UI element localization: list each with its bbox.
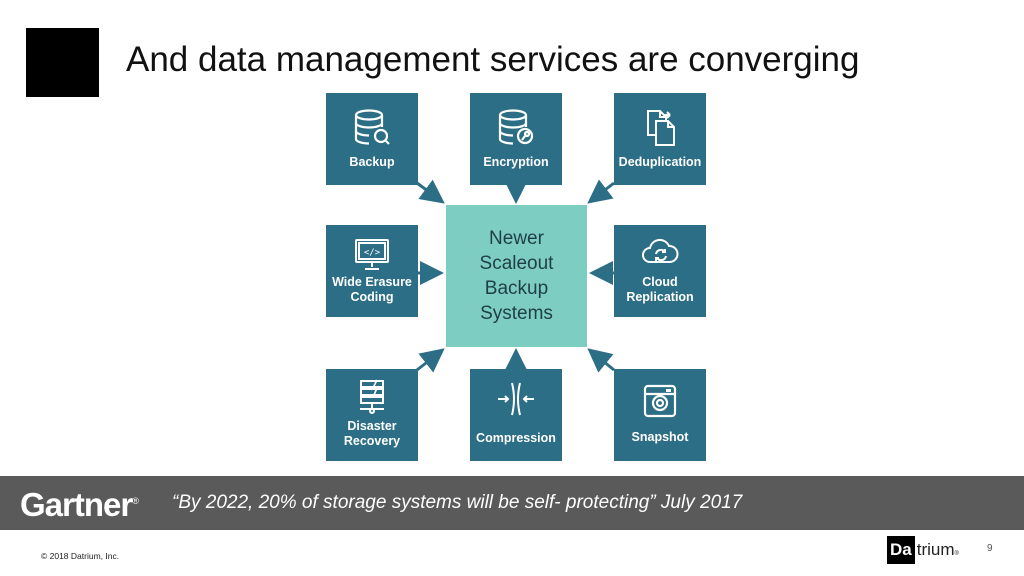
server-network-icon [360,379,384,414]
camera-icon [643,384,677,418]
database-search-icon [354,109,390,145]
tile-wide-erasure-coding: </> Wide Erasure Coding [326,225,418,317]
datrium-logo-rest: trium® [916,540,959,559]
tile-cloud-replication: Cloud Replication [614,225,706,317]
arrow-disaster [416,348,445,373]
tile-label: Cloud [642,275,678,289]
tile-snapshot: Snapshot [614,369,706,461]
tile-compression: Compression [470,369,562,461]
duplicate-files-icon [647,110,675,146]
datrium-logo: Da trium® [887,536,959,564]
database-key-icon [498,109,534,145]
code-monitor-icon: </> [355,239,389,270]
tile-label: Snapshot [631,430,689,444]
tile-backup: Backup [326,93,418,185]
center-line-4: Systems [480,303,553,324]
gartner-wordmark: Gartner [20,486,133,523]
datrium-logo-highlight: Da [887,536,915,564]
tile-deduplication: Deduplication [614,93,706,185]
center-node: Newer Scaleout Backup Systems [446,205,587,347]
arrow-deduplication [587,179,615,204]
arrow-snapshot [587,348,615,373]
tile-disaster-recovery: Disaster Recovery [326,369,418,461]
tile-label: Compression [476,431,556,445]
gartner-registered-mark: ® [132,496,139,506]
slide-title: And data management services are converg… [126,40,860,79]
tile-label-line-2: Recovery [343,434,401,448]
tile-label: Backup [349,155,395,169]
center-line-1: Newer [489,228,544,249]
tile-encryption: Encryption [470,93,562,185]
compress-arrows-icon [498,382,534,416]
corner-logo-block [26,28,99,97]
tile-label-line-2: Replication [626,290,694,304]
tile-label: Deduplication [618,155,702,169]
tile-label-line-2: Coding [350,290,394,304]
page-number: 9 [987,543,993,554]
center-line-2: Scaleout [479,253,554,274]
gartner-logo: Gartner® [20,486,139,524]
tile-label: Disaster [347,419,397,433]
copyright-notice: © 2018 Datrium, Inc. [41,551,120,561]
gartner-quote: “By 2022, 20% of storage systems will be… [172,492,743,513]
svg-text:</>: </> [364,248,381,258]
quote-banner [0,476,1024,530]
tile-label: Wide Erasure [332,275,412,289]
arrow-backup [416,179,445,204]
tile-label: Encryption [483,155,549,169]
cloud-sync-icon [642,238,679,263]
center-line-3: Backup [484,278,549,299]
